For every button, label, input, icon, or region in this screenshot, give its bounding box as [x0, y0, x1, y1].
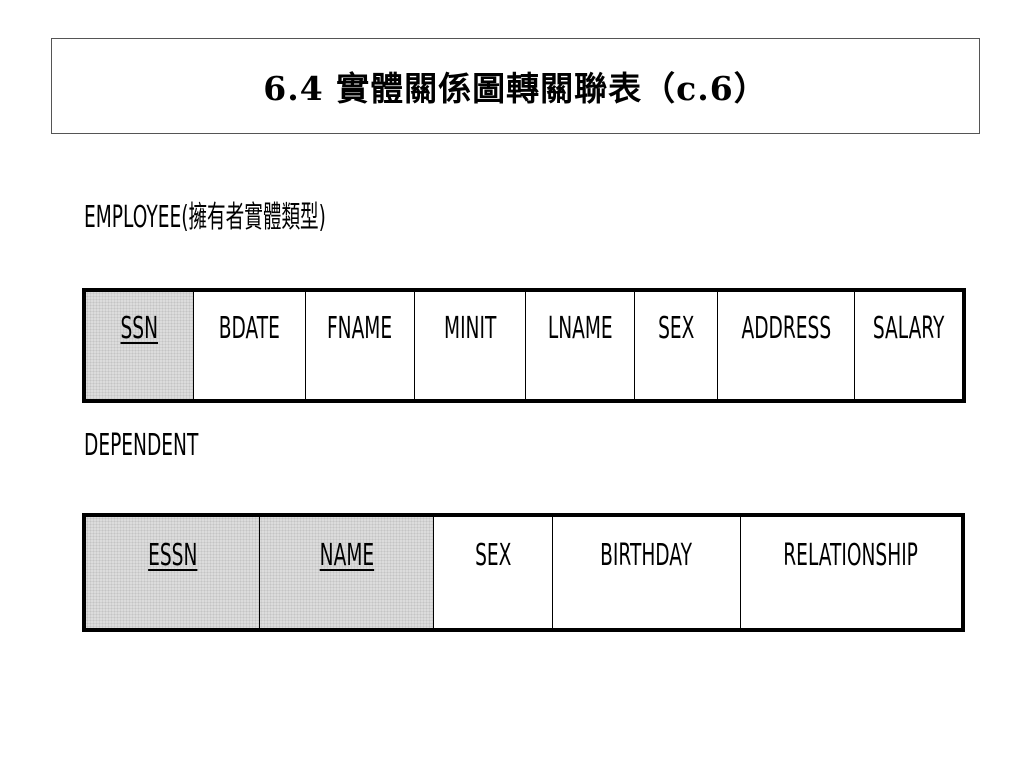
employee-col-sex: SEX — [635, 292, 718, 399]
column-label: ADDRESS — [741, 311, 831, 346]
dependent-col-relationship: RELATIONSHIP — [741, 517, 961, 628]
column-label: SEX — [474, 538, 512, 573]
employee-col-bdate: BDATE — [194, 292, 306, 399]
column-label: MINIT — [443, 311, 497, 346]
slide-title: 6.4 實體關係圖轉關聯表（c.6） — [263, 69, 768, 108]
dependent-relation-table: ESSN NAME SEX BIRTHDAY RELATIONSHIP — [82, 513, 965, 632]
column-label: SEX — [657, 311, 695, 346]
dependent-col-essn: ESSN — [86, 517, 260, 628]
column-label: NAME — [319, 538, 374, 573]
column-label: FNAME — [327, 311, 393, 346]
dependent-col-name: NAME — [260, 517, 434, 628]
column-label: SSN — [120, 311, 159, 346]
employee-col-ssn: SSN — [86, 292, 194, 399]
employee-relation-label: EMPLOYEE(擁有者實體類型) — [84, 200, 326, 235]
dependent-relation-label: DEPENDENT — [84, 428, 199, 463]
employee-col-fname: FNAME — [306, 292, 415, 399]
column-label: BIRTHDAY — [600, 538, 693, 573]
column-label: SALARY — [872, 311, 945, 346]
employee-col-address: ADDRESS — [718, 292, 855, 399]
employee-col-salary: SALARY — [855, 292, 962, 399]
dependent-col-sex: SEX — [434, 517, 553, 628]
dependent-col-birthday: BIRTHDAY — [553, 517, 741, 628]
column-label: ESSN — [147, 538, 198, 573]
slide-title-box: 6.4 實體關係圖轉關聯表（c.6） — [51, 38, 980, 134]
employee-relation-table: SSN BDATE FNAME MINIT LNAME SEX ADDRESS … — [82, 288, 966, 403]
column-label: BDATE — [218, 311, 281, 346]
column-label: RELATIONSHIP — [783, 538, 919, 573]
column-label: LNAME — [547, 311, 613, 346]
employee-col-minit: MINIT — [415, 292, 526, 399]
employee-col-lname: LNAME — [526, 292, 635, 399]
